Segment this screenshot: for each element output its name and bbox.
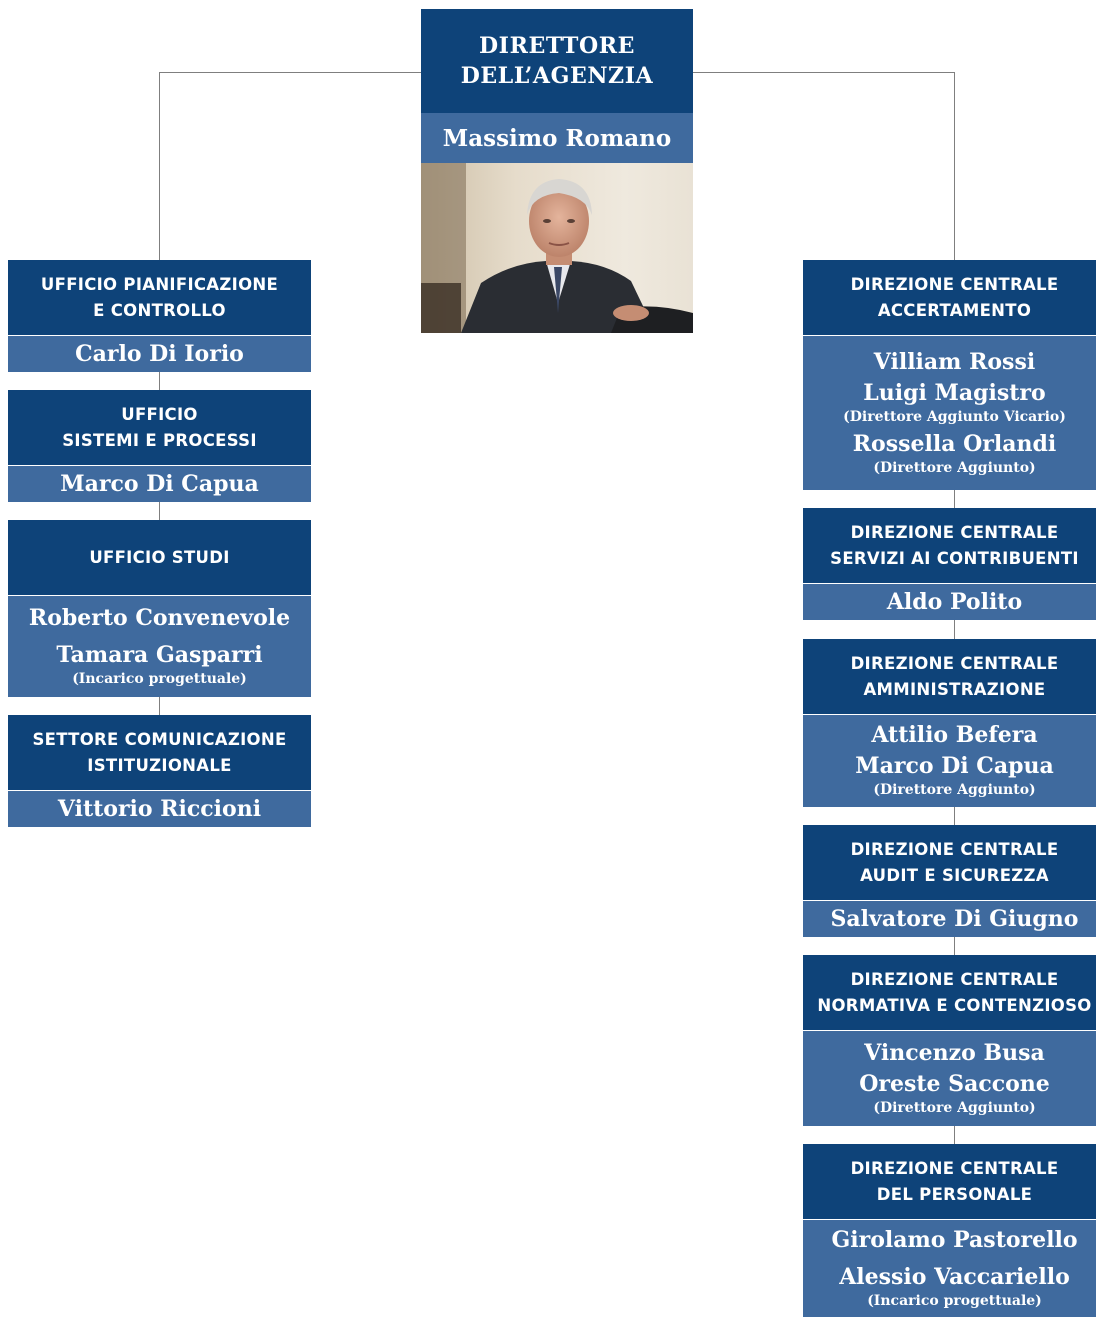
office-title: ACCERTAMENTO (877, 300, 1032, 320)
office-names: Aldo Polito (803, 584, 1096, 620)
office-title: DIREZIONE CENTRALE (850, 969, 1059, 989)
office-title: AMMINISTRAZIONE (863, 679, 1046, 699)
office-header: UFFICIO PIANIFICAZIONE E CONTROLLO (8, 260, 311, 335)
director-name: Massimo Romano (442, 124, 672, 152)
person-name: Attilio Befera (871, 722, 1038, 748)
connector-line (159, 371, 160, 390)
person-name: Salvatore Di Giugno (830, 905, 1079, 932)
person-role-note: (Direttore Aggiunto) (873, 1099, 1036, 1116)
connector-line (159, 72, 160, 260)
office-header: DIREZIONE CENTRALE NORMATIVA E CONTENZIO… (803, 955, 1096, 1030)
office-title: DIREZIONE CENTRALE (850, 839, 1059, 859)
office-title: DIREZIONE CENTRALE (850, 1158, 1059, 1178)
connector-line (954, 489, 955, 508)
connector-line (159, 72, 422, 73)
office-names: Vincenzo Busa Oreste Saccone (Direttore … (803, 1031, 1096, 1126)
connector-line (159, 696, 160, 715)
person-role-note: (Direttore Aggiunto) (873, 459, 1036, 476)
person-name: Luigi Magistro (863, 379, 1046, 406)
office-title: UFFICIO PIANIFICAZIONE (40, 274, 279, 294)
office-names: Villiam Rossi Luigi Magistro (Direttore … (803, 336, 1096, 490)
office-title: SERVIZI AI CONTRIBUENTI (830, 548, 1079, 568)
office-names: Vittorio Riccioni (8, 791, 311, 827)
office-title: ISTITUZIONALE (87, 755, 232, 775)
office-names: Girolamo Pastorello Alessio Vaccariello … (803, 1220, 1096, 1317)
person-name: Alessio Vaccariello (839, 1263, 1070, 1290)
connector-line (954, 806, 955, 825)
office-names: Salvatore Di Giugno (803, 901, 1096, 937)
person-portrait-icon (421, 163, 693, 333)
office-header: DIREZIONE CENTRALE AMMINISTRAZIONE (803, 639, 1096, 714)
office-title: DIREZIONE CENTRALE (850, 522, 1059, 542)
connector-line (693, 72, 955, 73)
person-name: Girolamo Pastorello (831, 1226, 1078, 1253)
person-name: Carlo Di Iorio (75, 340, 244, 367)
person-name: Roberto Convenevole (28, 604, 291, 631)
person-name: Oreste Saccone (859, 1070, 1050, 1097)
person-role-note: (Incarico progettuale) (72, 670, 247, 687)
office-title: DIREZIONE CENTRALE (850, 274, 1059, 294)
director-photo (421, 163, 693, 333)
connector-line (954, 620, 955, 639)
office-title: NORMATIVA E CONTENZIOSO (817, 995, 1092, 1015)
director-name-box: Massimo Romano (421, 113, 693, 163)
office-header: SETTORE COMUNICAZIONE ISTITUZIONALE (8, 715, 311, 790)
person-name: Aldo Polito (886, 588, 1023, 615)
person-name: Villiam Rossi (873, 348, 1036, 375)
office-names: Roberto Convenevole Tamara Gasparri (Inc… (8, 596, 311, 697)
office-header: DIREZIONE CENTRALE AUDIT E SICUREZZA (803, 825, 1096, 900)
office-title: DEL PERSONALE (876, 1184, 1033, 1204)
person-name: Marco Di Capua (855, 753, 1054, 779)
person-role-note: (Direttore Aggiunto Vicario) (843, 408, 1066, 425)
person-name: Vittorio Riccioni (57, 795, 262, 822)
office-header: DIREZIONE CENTRALE SERVIZI AI CONTRIBUEN… (803, 508, 1096, 583)
office-title: SETTORE COMUNICAZIONE (32, 729, 287, 749)
person-name: Rossella Orlandi (852, 430, 1057, 457)
office-names: Marco Di Capua (8, 466, 311, 502)
connector-line (159, 501, 160, 520)
office-title: SISTEMI E PROCESSI (62, 430, 257, 450)
person-role-note: (Direttore Aggiunto) (873, 782, 1036, 798)
person-name: Tamara Gasparri (56, 641, 263, 668)
office-header: DIREZIONE CENTRALE DEL PERSONALE (803, 1144, 1096, 1219)
person-name: Vincenzo Busa (864, 1039, 1045, 1066)
director-title: DIRETTORE (479, 33, 635, 59)
person-name: Marco Di Capua (60, 470, 259, 497)
office-header: UFFICIO SISTEMI E PROCESSI (8, 390, 311, 465)
office-title: DIREZIONE CENTRALE (850, 653, 1059, 673)
office-header: UFFICIO STUDI (8, 520, 311, 595)
connector-line (954, 72, 955, 260)
office-title: UFFICIO (121, 404, 198, 424)
director-title-box: DIRETTORE DELL’AGENZIA (421, 9, 693, 113)
connector-line (954, 936, 955, 955)
connector-line (954, 1125, 955, 1144)
person-role-note: (Incarico progettuale) (867, 1292, 1042, 1309)
office-names: Attilio Befera Marco Di Capua (Direttore… (803, 715, 1096, 807)
director-title: DELL’AGENZIA (460, 63, 654, 89)
office-title: AUDIT E SICUREZZA (860, 865, 1049, 885)
office-title: E CONTROLLO (93, 300, 226, 320)
office-header: DIREZIONE CENTRALE ACCERTAMENTO (803, 260, 1096, 335)
office-title: UFFICIO STUDI (89, 547, 230, 567)
office-names: Carlo Di Iorio (8, 336, 311, 372)
